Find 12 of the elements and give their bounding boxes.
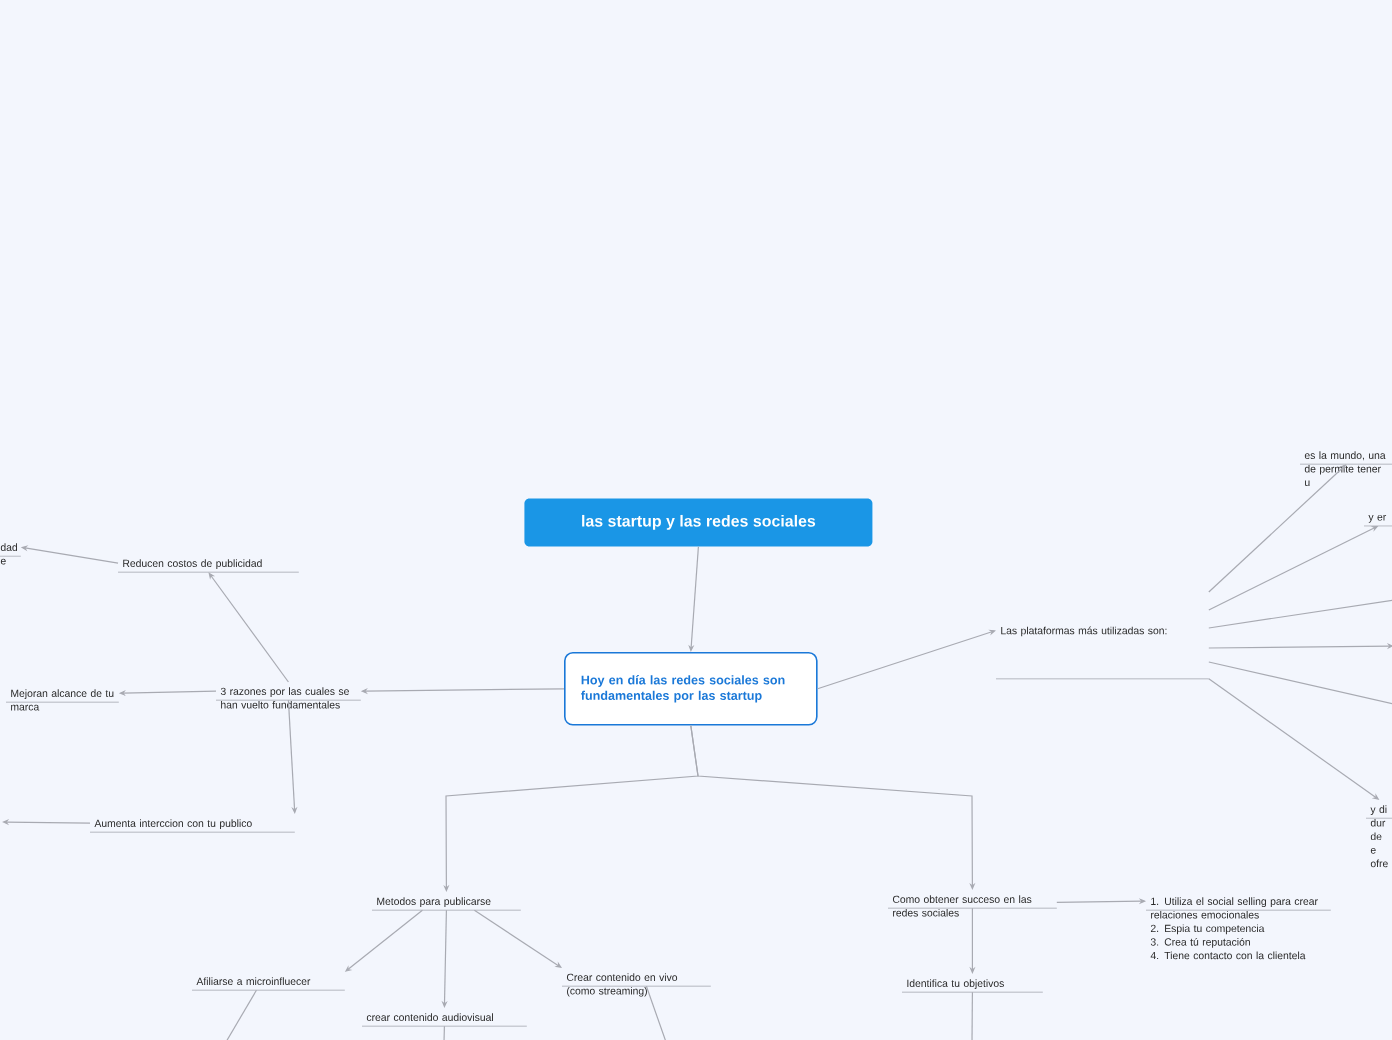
connector (225, 989, 257, 1040)
connector (443, 1025, 445, 1040)
connector (287, 699, 298, 814)
connector (473, 909, 562, 968)
connector (817, 629, 996, 690)
connector (971, 991, 973, 1040)
connector (1208, 599, 1392, 629)
connector (2, 819, 91, 826)
connector (208, 572, 289, 683)
connector (645, 985, 667, 1040)
connector (690, 725, 976, 890)
connector (1208, 661, 1392, 705)
